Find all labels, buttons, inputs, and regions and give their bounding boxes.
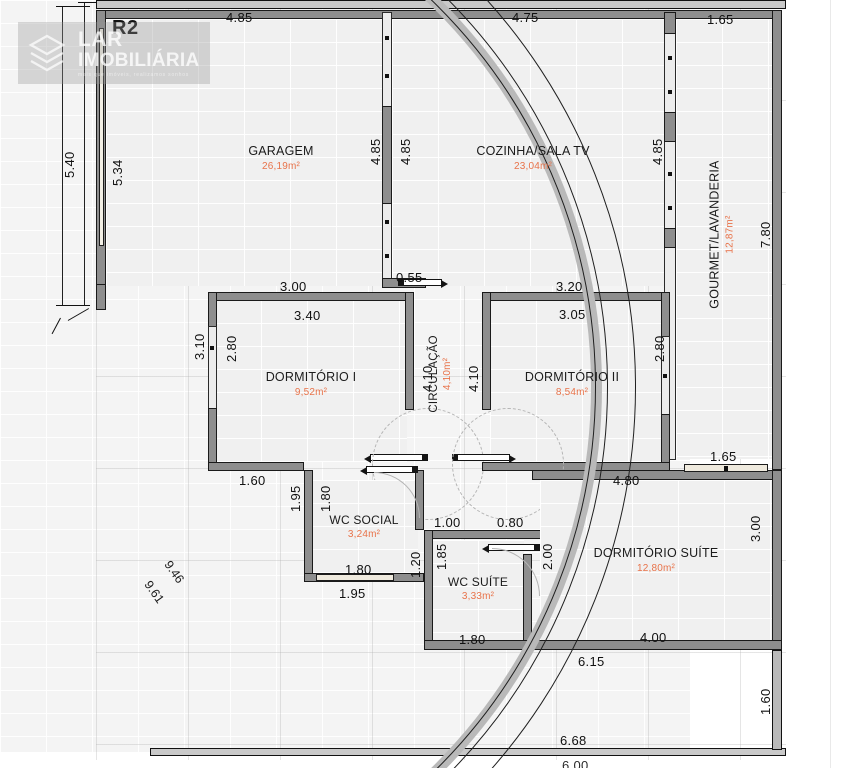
- dim-tick: [78, 2, 96, 3]
- floor-plan-drawing[interactable]: 9.46 9.61 4.85 4.75 1.65 5.40 5.34 4.85 …: [0, 0, 832, 768]
- room-label-circulacao: CIRCULAÇÃO 4,10m²: [427, 309, 455, 439]
- dim-wcsocial-left-inner: 1.80: [318, 485, 333, 512]
- watermark: LAR IMOBILIÁRIA mais que imóveis, realiz…: [18, 22, 210, 84]
- dim-gourmet-left: 4.85: [650, 138, 665, 165]
- dim-wcsuite-bottom: 1.80: [459, 632, 486, 647]
- witness-line-outer: [62, 6, 63, 306]
- dim-door-0-80: 0.80: [497, 515, 524, 530]
- room-label-cozinha: COZINHA/SALA TV 23,04m²: [438, 144, 628, 173]
- dim-wcsocial-bottom-inner: 1.80: [345, 562, 372, 577]
- room-area: 23,04m²: [513, 160, 553, 172]
- dim-left-outer: 5.40: [62, 151, 77, 178]
- room-name: WC SOCIAL: [329, 513, 399, 527]
- dim-bottom-6-00: 6.00: [562, 758, 589, 768]
- wall-kitchen-gourmet-c: [664, 228, 676, 248]
- wall-suite-right: [772, 470, 782, 650]
- room-area: 3,33m²: [461, 591, 495, 602]
- dim-dorm1-top-outer: 3.00: [280, 279, 307, 294]
- dim-tick: [56, 6, 90, 7]
- room-label-garagem: GARAGEM 26,19m²: [186, 144, 376, 173]
- room-area: 12,87m²: [724, 215, 736, 254]
- room-area: 26,19m²: [261, 160, 301, 172]
- window-node: [724, 466, 728, 471]
- wall-kitchen-gourmet-b: [664, 112, 676, 142]
- wall-dorm2-right: [661, 292, 670, 338]
- dim-top-gourmet: 1.65: [707, 12, 734, 27]
- dim-dorm2-right: 2.80: [652, 335, 667, 362]
- dim-suite-top-left: 1.65: [710, 449, 737, 464]
- room-name: GOURMET/LAVANDERIA: [707, 160, 722, 309]
- dim-dorm2-top-inner: 3.05: [559, 307, 586, 322]
- dim-bottom-6-15: 6.15: [578, 654, 605, 669]
- watermark-text: LAR IMOBILIÁRIA mais que imóveis, realiz…: [78, 29, 200, 78]
- watermark-tagline: mais que imóveis, realizamos sonhos: [78, 71, 190, 78]
- dim-dorm1-left-outer: 3.10: [192, 333, 207, 360]
- witness-line-inner: [84, 2, 85, 306]
- dim-right-bottom-1-60: 1.60: [758, 688, 773, 715]
- room-label-dorm1: DORMITÓRIO I 9,52m²: [216, 370, 406, 399]
- window-node: [668, 206, 672, 210]
- room-area: 4,10m²: [442, 357, 454, 391]
- dim-wcsocial-bottom-outer: 1.95: [339, 586, 366, 601]
- dim-wcsuite-right: 2.00: [540, 543, 555, 570]
- dim-gap-1-20: 1.20: [408, 551, 423, 578]
- dim-door-055: 0.55: [396, 270, 423, 285]
- watermark-line1: LAR: [78, 27, 123, 51]
- plan-code-label: R2: [112, 17, 139, 39]
- room-area: 8,54m²: [555, 386, 589, 398]
- room-name: GARAGEM: [248, 144, 314, 158]
- viewer-edge: [830, 0, 831, 768]
- dim-bottom-6-68: 6.68: [560, 733, 587, 748]
- room-label-dorm2: DORMITÓRIO II 8,54m²: [482, 370, 662, 399]
- dim-dorm2-top-outer: 3.20: [556, 279, 583, 294]
- dim-garagem-right-b: 4.85: [398, 138, 413, 165]
- dim-suite-right: 3.00: [748, 515, 763, 542]
- watermark-line2: IMOBILIÁRIA: [78, 49, 200, 71]
- dim-dorm2-bottom: 4.80: [613, 473, 640, 488]
- room-area: 3,24m²: [347, 529, 381, 540]
- dim-dorm1-top-inner: 3.40: [294, 308, 321, 323]
- room-name: DORMITÓRIO II: [524, 370, 620, 384]
- dim-door-1-00: 1.00: [434, 515, 461, 530]
- dim-top-garagem: 4.85: [226, 10, 253, 25]
- window-node: [663, 374, 667, 378]
- room-area: 12,80m²: [636, 562, 676, 574]
- room-area: 9,52m²: [294, 386, 328, 398]
- dim-tick: [56, 305, 90, 306]
- room-name: COZINHA/SALA TV: [476, 144, 590, 158]
- wall-kitchen-gourmet-a: [664, 12, 676, 34]
- stacked-layers-icon: [24, 30, 70, 76]
- dim-gourmet-right: 7.80: [758, 221, 773, 248]
- room-label-wcsuite: WC SUÍTE 3,33m²: [428, 575, 528, 604]
- room-name: DORMITÓRIO SUÍTE: [593, 546, 719, 560]
- dim-hall-1-60: 1.60: [239, 473, 266, 488]
- dim-dorm1-left-inner: 2.80: [224, 335, 239, 362]
- dim-wcsocial-left-outer: 1.95: [288, 485, 303, 512]
- dim-top-cozinha: 4.75: [512, 10, 539, 25]
- room-name: DORMITÓRIO I: [265, 370, 357, 384]
- viewer-right-gutter: [838, 0, 850, 768]
- dim-suite-bottom: 4.00: [640, 630, 667, 645]
- room-label-wcsocial: WC SOCIAL 3,24m²: [306, 513, 422, 542]
- window-node: [668, 56, 672, 60]
- room-label-gourmet: GOURMET/LAVANDERIA 12,87m²: [707, 125, 736, 345]
- window-node: [668, 172, 672, 176]
- room-label-dorm-suite: DORMITÓRIO SUÍTE 12,80m²: [556, 546, 756, 575]
- gourmet-floor: [676, 19, 772, 459]
- curb-line: [0, 0, 636, 768]
- house-wall-right: [772, 10, 782, 470]
- dim-dorm2-left: 4.10: [466, 365, 481, 392]
- window-node: [668, 90, 672, 94]
- room-name: WC SUÍTE: [447, 575, 509, 589]
- site-wall-bottom-right: [772, 650, 782, 750]
- room-name: CIRCULAÇÃO: [428, 335, 441, 413]
- dim-wcsuite-left: 1.85: [434, 543, 449, 570]
- dim-left-inner: 5.34: [110, 159, 125, 186]
